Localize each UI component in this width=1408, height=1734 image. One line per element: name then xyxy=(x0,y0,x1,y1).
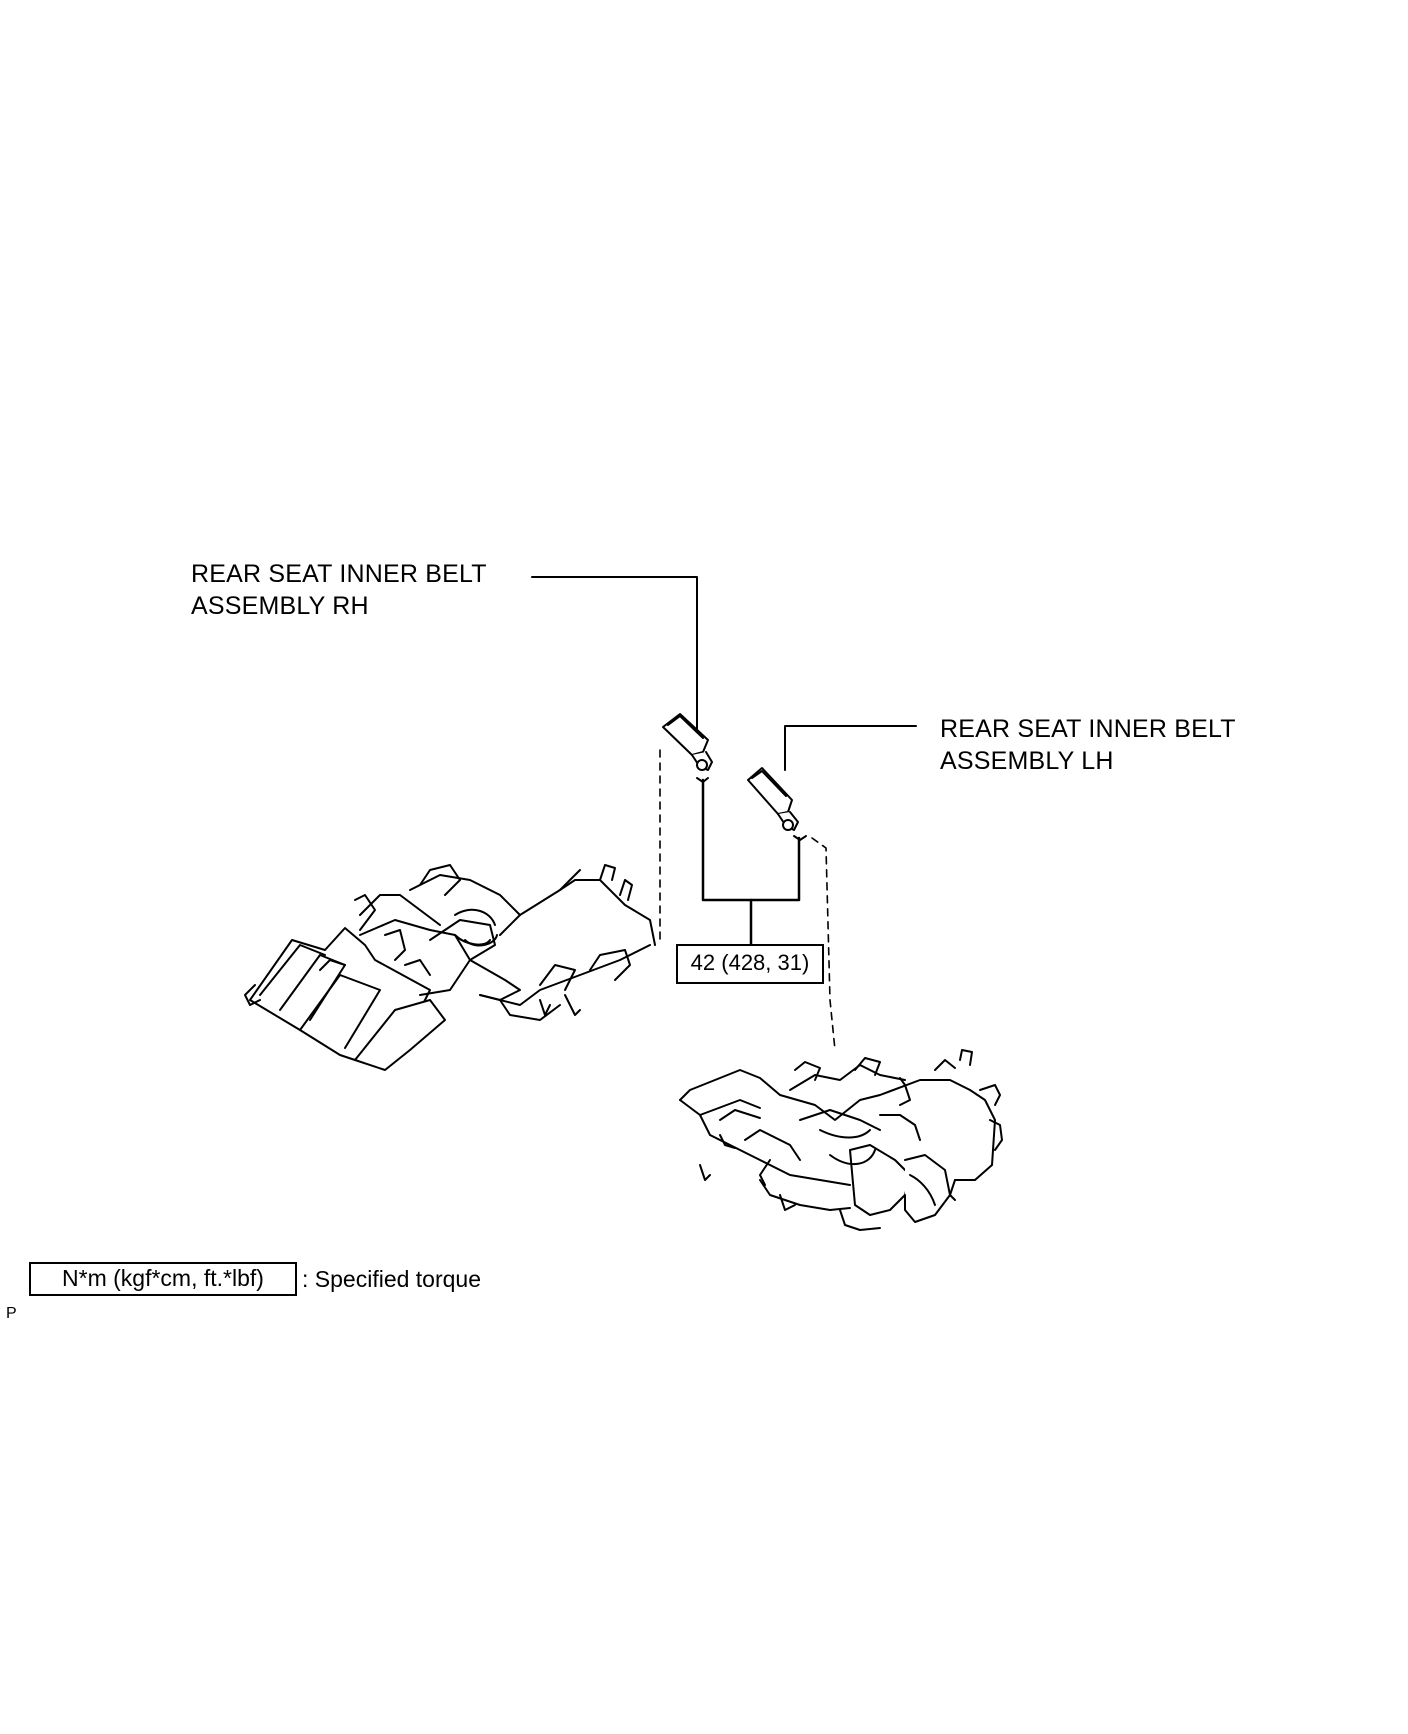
label-rear-seat-inner-belt-lh: REAR SEAT INNER BELT ASSEMBLY LH xyxy=(940,713,1236,777)
label-lh-line2: ASSEMBLY LH xyxy=(940,747,1114,775)
dashed-line-lh xyxy=(811,837,836,1051)
leader-line-rh xyxy=(531,576,698,739)
corner-code: P xyxy=(6,1305,17,1322)
rh-seat-frame-icon xyxy=(244,864,656,1071)
label-rear-seat-inner-belt-rh: REAR SEAT INNER BELT ASSEMBLY RH xyxy=(191,558,487,622)
label-rh-line1: REAR SEAT INNER BELT xyxy=(191,560,487,588)
torque-value-box: 42 (428, 31) xyxy=(676,944,824,984)
label-lh-line1: REAR SEAT INNER BELT xyxy=(940,715,1236,743)
label-rh-line2: ASSEMBLY RH xyxy=(191,592,369,620)
legend-description: : Specified torque xyxy=(302,1266,482,1292)
lh-seat-frame-icon xyxy=(679,1049,1003,1231)
lh-belt-buckle-icon xyxy=(747,767,807,841)
rh-belt-buckle-icon xyxy=(662,713,713,783)
legend-torque-unit-box: N*m (kgf*cm, ft.*lbf) xyxy=(29,1262,297,1296)
leader-line-lh xyxy=(784,725,917,771)
